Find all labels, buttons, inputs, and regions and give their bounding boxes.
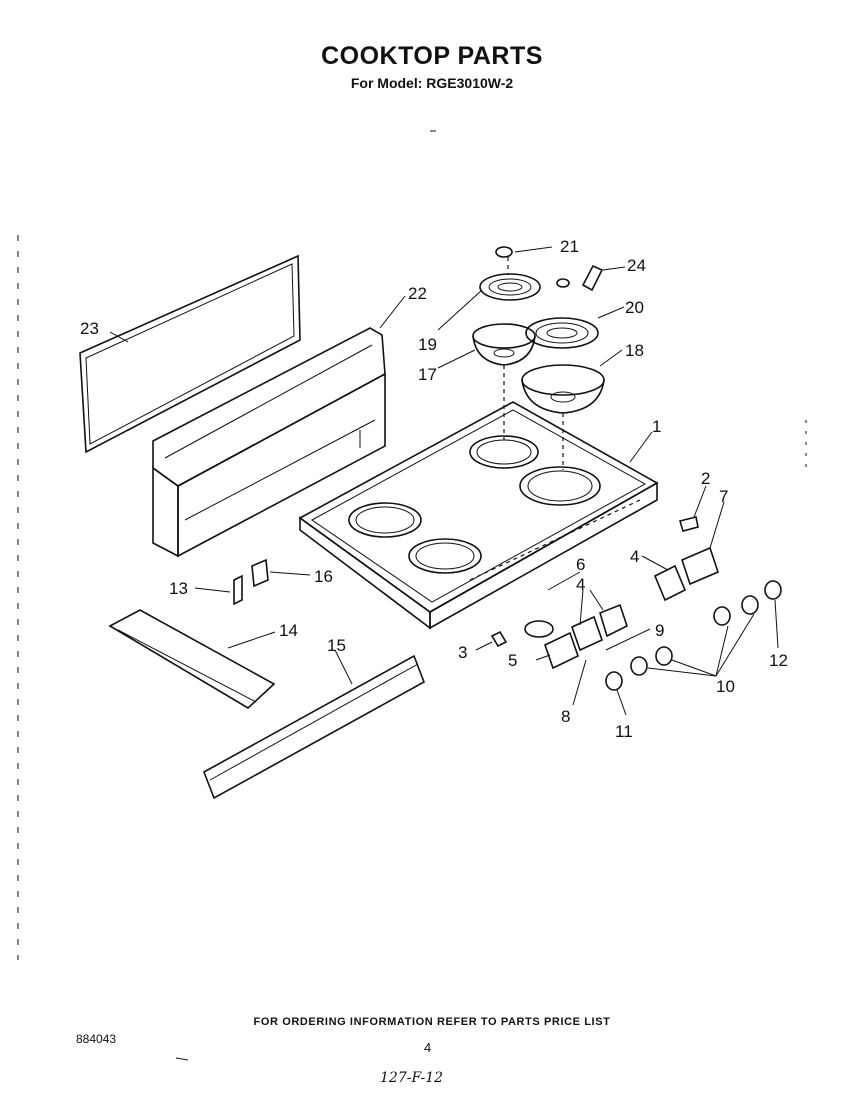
- control-knobs: [605, 580, 782, 691]
- callout-7: 7: [719, 487, 728, 506]
- callout-19: 19: [418, 335, 437, 354]
- callout-4b: 4: [576, 575, 585, 594]
- callout-9: 9: [655, 621, 664, 640]
- part-24-block: [581, 264, 604, 292]
- part-14-front-rail: [108, 609, 276, 709]
- page-title: COOKTOP PARTS: [321, 42, 543, 70]
- callout-15: 15: [327, 636, 346, 655]
- callout-24: 24: [627, 256, 646, 275]
- callout-8: 8: [561, 707, 570, 726]
- callout-12: 12: [769, 651, 788, 670]
- callout-11: 11: [615, 722, 633, 741]
- callout-16: 16: [314, 567, 333, 586]
- part-22-backguard: [152, 327, 386, 558]
- switch-assemblies: [490, 516, 719, 670]
- part-16-bracket: [251, 558, 269, 588]
- callout-22: 22: [408, 284, 427, 303]
- ordering-note: FOR ORDERING INFORMATION REFER TO PARTS …: [253, 1016, 611, 1028]
- part-13-clip: [233, 574, 243, 606]
- callout-18: 18: [625, 341, 644, 360]
- callout-10: 10: [716, 677, 735, 696]
- callout-20: 20: [625, 298, 644, 317]
- page-number: 4: [424, 1040, 432, 1055]
- callout-17: 17: [418, 365, 437, 384]
- callout-2: 2: [701, 469, 710, 488]
- part-15-channel: [203, 654, 425, 800]
- part-17-small-drip-pan: [472, 323, 536, 366]
- leader-lines: [109, 246, 779, 716]
- callout-3: 3: [458, 643, 467, 662]
- callout-21: 21: [560, 237, 579, 256]
- callout-23: 23: [80, 319, 99, 338]
- callout-4a: 4: [630, 547, 639, 566]
- part-1-cooktop: [298, 401, 659, 630]
- part-19-small-element: [479, 273, 541, 301]
- callout-13: 13: [169, 579, 188, 598]
- margin-marks: [17, 130, 807, 1061]
- callout-1: 1: [652, 417, 661, 436]
- part-23-back-panel: [79, 254, 301, 454]
- part-21-ring: [495, 246, 570, 288]
- callout-14: 14: [279, 621, 298, 640]
- model-subtitle: For Model: RGE3010W-2: [350, 75, 514, 91]
- callout-labels: 1 2 3 4 4 5 6 7 8 9 10 11 12 13 14 15 16…: [80, 237, 788, 741]
- handwritten-note: 127-F-12: [380, 1070, 444, 1086]
- element-centerlines: [503, 257, 564, 470]
- part-18-large-drip-pan: [521, 364, 605, 414]
- callout-5: 5: [508, 651, 517, 670]
- callout-6: 6: [576, 555, 585, 574]
- document-number: 884043: [76, 1032, 117, 1046]
- part-20-large-element: [525, 317, 599, 349]
